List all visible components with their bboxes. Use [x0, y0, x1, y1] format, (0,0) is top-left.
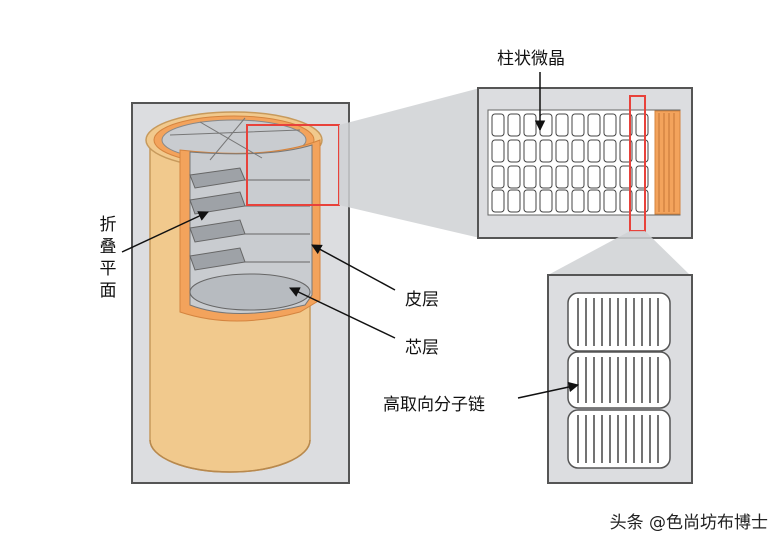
fiber-cross-section-panel — [131, 102, 350, 484]
label-skin-layer: 皮层 — [405, 290, 439, 310]
arrow-folded-surface — [121, 211, 209, 253]
arrow-oriented-chains — [517, 381, 580, 399]
columnar-crystals-panel — [477, 87, 693, 239]
label-folded-surface: 折叠平面 — [99, 215, 117, 301]
zoom-projection — [339, 88, 480, 238]
label-core-layer: 芯层 — [405, 338, 439, 358]
annotation-arrows — [121, 72, 580, 399]
watermark: 头条 @色尚坊布博士 — [609, 513, 768, 533]
label-oriented-chains: 高取向分子链 — [383, 395, 485, 415]
zoom-projection-2 — [548, 231, 690, 275]
arrow-core-layer — [289, 287, 396, 339]
oriented-chains-panel — [547, 274, 693, 484]
arrow-skin-layer — [311, 244, 396, 291]
label-columnar-crystals: 柱状微晶 — [497, 49, 565, 69]
